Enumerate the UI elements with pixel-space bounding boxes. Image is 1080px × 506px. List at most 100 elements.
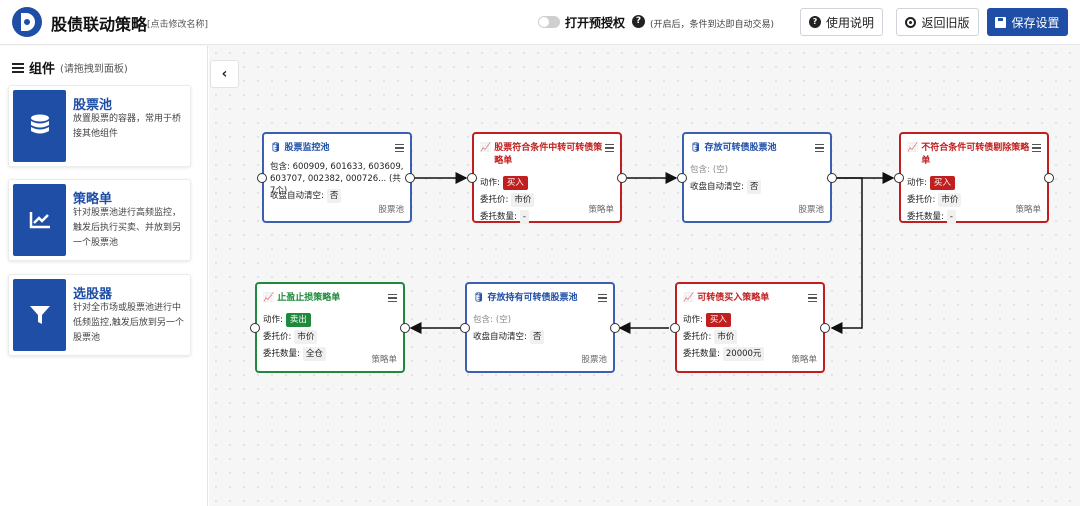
auto-clear-value: 否 [746, 179, 762, 194]
component-strategy[interactable]: 策略单 针对股票池进行高频监控，触发后执行买卖、并放到另一个股票池 [8, 179, 191, 261]
filter-icon [13, 279, 66, 351]
node-type: 策略单 [791, 355, 817, 365]
node-convertible-transfer-strategy[interactable]: 📈股票符合条件中转可转债策略单 动作:买入 委托价:市价 委托数量:- 策略单 [472, 132, 622, 224]
node-convertible-remove-strategy[interactable]: 📈不符合条件可转债剔除策略单 动作:买入 委托价:市价 委托数量:- 策略单 [899, 132, 1049, 224]
qty-label: 委托数量: [683, 348, 720, 359]
node-menu-icon[interactable] [388, 294, 397, 302]
pre-authorize-toggle[interactable] [538, 16, 560, 28]
node-menu-icon[interactable] [605, 144, 614, 152]
app-title[interactable]: 股债联动策略 [51, 15, 148, 34]
action-value: 卖出 [285, 312, 311, 327]
input-port[interactable] [460, 323, 470, 333]
app-logo-icon [12, 7, 42, 37]
flow-canvas[interactable] [209, 46, 1080, 506]
menu-icon [12, 62, 24, 73]
question-circle-icon[interactable]: ? [632, 15, 645, 28]
node-stock-monitor-pool[interactable]: 🛢股票监控池 包含: 600909, 601633, 603609, 60370… [262, 132, 412, 223]
node-menu-icon[interactable] [395, 144, 404, 152]
output-port[interactable] [405, 173, 415, 183]
contains-label: 包含: [473, 314, 493, 325]
contains-value: 600909, 601633, 603609, 603707, 002382, … [270, 162, 404, 196]
chart-line-icon [13, 184, 66, 256]
floppy-disk-icon [995, 16, 1007, 28]
old-version-button-label: 返回旧版 [921, 15, 970, 30]
old-version-button[interactable]: 返回旧版 [896, 8, 979, 36]
node-held-convertible-pool[interactable]: 🛢存放持有可转债股票池 包含:(空) 收盘自动清空:否 股票池 [465, 282, 615, 373]
save-button[interactable]: 保存设置 [987, 8, 1068, 36]
price-label: 委托价: [683, 331, 712, 342]
input-port[interactable] [677, 173, 687, 183]
action-label: 动作: [263, 314, 283, 325]
node-convertible-pool[interactable]: 🛢存放可转债股票池 包含:(空) 收盘自动清空:否 股票池 [682, 132, 832, 223]
sidebar-title-text: 组件 [29, 62, 56, 77]
input-port[interactable] [257, 173, 267, 183]
auto-clear-label: 收盘自动清空: [270, 190, 324, 201]
component-desc: 针对全市场或股票池进行中低频监控,触发后放到另一个股票池 [73, 303, 184, 343]
node-convertible-buy-strategy[interactable]: 📈可转债买入策略单 动作:买入 委托价:市价 委托数量:20000元 策略单 [675, 282, 825, 373]
dot-circle-icon [905, 16, 917, 28]
node-type: 股票池 [798, 205, 824, 215]
node-title: 不符合条件可转债剔除策略单 [921, 143, 1030, 166]
price-label: 委托价: [480, 194, 509, 205]
rename-hint[interactable]: [点击修改名称] [147, 20, 209, 30]
database-icon: 🛢 [690, 143, 702, 153]
node-title: 存放持有可转债股票池 [487, 293, 578, 303]
question-circle-icon: ? [808, 16, 821, 28]
output-port[interactable] [610, 323, 620, 333]
contains-value: (空) [495, 314, 512, 325]
chart-line-icon: 📈 [683, 293, 695, 303]
input-port[interactable] [250, 323, 260, 333]
output-port[interactable] [820, 323, 830, 333]
chevron-left-icon: ‹ [221, 66, 228, 82]
output-port[interactable] [400, 323, 410, 333]
price-label: 委托价: [907, 194, 936, 205]
input-port[interactable] [467, 173, 477, 183]
node-type: 策略单 [371, 355, 397, 365]
action-value: 买入 [705, 312, 731, 327]
auto-clear-label: 收盘自动清空: [473, 331, 527, 342]
node-take-profit-stop-loss-strategy[interactable]: 📈止盈止损策略单 动作:卖出 委托价:市价 委托数量:全仓 策略单 [255, 282, 405, 373]
node-type: 股票池 [581, 355, 607, 365]
input-port[interactable] [670, 323, 680, 333]
action-value: 买入 [502, 175, 528, 190]
price-label: 委托价: [263, 331, 292, 342]
database-icon: 🛢 [473, 293, 485, 303]
auto-clear-value: 否 [326, 188, 342, 203]
top-bar: 股债联动策略 [点击修改名称] 打开预授权 ? (开启后，条件到达即自动交易) … [0, 0, 1080, 45]
output-port[interactable] [617, 173, 627, 183]
input-port[interactable] [894, 173, 904, 183]
qty-label: 委托数量: [907, 211, 944, 222]
node-menu-icon[interactable] [808, 294, 817, 302]
component-name: 股票池 [73, 98, 113, 113]
qty-value: 20000元 [722, 346, 765, 361]
component-desc: 针对股票池进行高频监控，触发后执行买卖、并放到另一个股票池 [73, 208, 182, 248]
component-stock-pool[interactable]: 股票池 放置股票的容器，常用于桥接其他组件 [8, 85, 191, 167]
node-menu-icon[interactable] [815, 144, 824, 152]
component-name: 选股器 [73, 287, 113, 302]
sidebar-subtitle: (请拖拽到面板) [60, 64, 128, 75]
action-label: 动作: [907, 177, 927, 188]
qty-label: 委托数量: [263, 348, 300, 359]
help-button-label: 使用说明 [825, 15, 874, 30]
action-value: 买入 [929, 175, 955, 190]
contains-value: (空) [712, 164, 729, 175]
sidebar-title: 组件 (请拖拽到面板) [12, 58, 128, 77]
component-desc: 放置股票的容器，常用于桥接其他组件 [73, 114, 182, 139]
component-screener[interactable]: 选股器 针对全市场或股票池进行中低频监控,触发后放到另一个股票池 [8, 274, 191, 356]
component-name: 策略单 [73, 192, 113, 207]
save-button-label: 保存设置 [1011, 15, 1060, 30]
node-title: 股票监控池 [284, 143, 330, 153]
node-menu-icon[interactable] [598, 294, 607, 302]
output-port[interactable] [827, 173, 837, 183]
auto-clear-value: 否 [529, 329, 545, 344]
node-type: 策略单 [588, 205, 614, 215]
component-sidebar: 组件 (请拖拽到面板) 股票池 放置股票的容器，常用于桥接其他组件 策略单 针对… [0, 46, 208, 506]
database-icon [13, 90, 66, 162]
node-title: 存放可转债股票池 [704, 143, 777, 153]
output-port[interactable] [1044, 173, 1054, 183]
help-button[interactable]: ? 使用说明 [800, 8, 883, 36]
price-value: 市价 [938, 192, 962, 207]
action-label: 动作: [683, 314, 703, 325]
node-menu-icon[interactable] [1032, 144, 1041, 152]
collapse-sidebar-button[interactable]: ‹ [210, 60, 239, 88]
